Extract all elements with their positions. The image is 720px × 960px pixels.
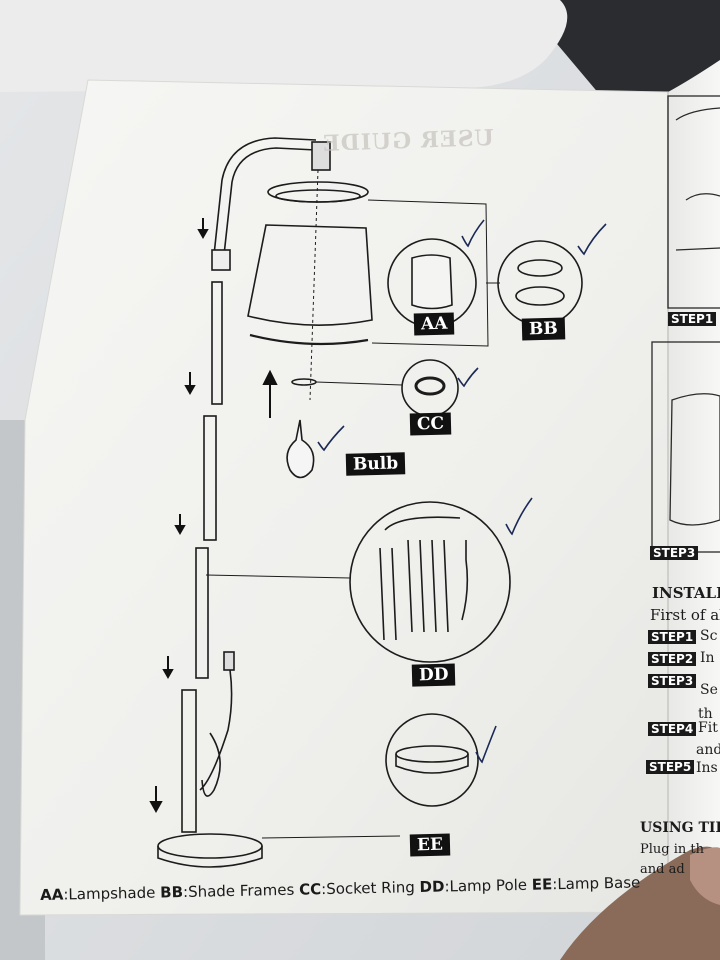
right-step-4-tab: STEP4	[648, 722, 697, 736]
leader-dd	[205, 574, 351, 579]
legend-text-bb: :Shade Frames	[182, 880, 300, 902]
step1-sketch	[675, 107, 720, 251]
legend-code-ee: EE	[531, 875, 553, 894]
plug	[223, 651, 235, 671]
pole-seg-1	[211, 281, 223, 405]
manual-page-left	[19, 79, 669, 916]
legend-code-bb: BB	[159, 883, 184, 902]
right-step-tab-1: STEP1	[668, 312, 717, 326]
legend-code-aa: AA	[40, 885, 64, 904]
finger	[560, 846, 720, 960]
right-step-1-text: Sc	[700, 628, 718, 644]
right-step-2-tab: STEP2	[648, 652, 697, 666]
manual-page-right	[668, 60, 720, 912]
right-step-3-tab: STEP3	[648, 674, 697, 688]
check-ee	[475, 725, 497, 764]
label-dd: DD	[411, 663, 456, 687]
dark-corner	[520, 0, 720, 95]
check-bulb	[317, 425, 345, 452]
check-bb	[577, 223, 607, 256]
label-bb: BB	[521, 317, 566, 341]
right-section-heading: INSTALLA	[652, 584, 720, 602]
label-bulb: Bulb	[345, 452, 406, 476]
right-step-5-text: Ins	[696, 760, 718, 776]
right-tips-line-1: Plug in th	[640, 842, 704, 857]
bb-detail-ring-top	[517, 259, 563, 277]
legend-code-cc: CC	[298, 880, 322, 899]
right-step-1-tab: STEP1	[648, 630, 697, 644]
right-tips-heading: USING TIP	[640, 820, 720, 836]
legend-text-aa: :Lampshade	[63, 883, 161, 904]
right-intro: First of al	[650, 606, 720, 624]
pole-seg-4	[181, 689, 197, 833]
lamp-arc-inner	[223, 147, 317, 256]
aa-detail-shade	[411, 254, 453, 310]
leader-cc	[315, 381, 403, 386]
detail-callouts	[349, 238, 583, 807]
ee-detail-circle	[385, 713, 479, 807]
center-line	[309, 169, 319, 401]
lamp-arc	[213, 137, 317, 256]
leader-ee	[261, 835, 401, 839]
lampshade-bottom-ring	[249, 333, 369, 346]
right-step-2-text: In	[700, 650, 715, 666]
step1-frame	[667, 95, 720, 309]
leader-aa	[367, 199, 489, 347]
lamp-base-side	[157, 846, 263, 868]
check-cc	[457, 367, 479, 388]
ee-detail-base-side	[395, 754, 469, 774]
lampshade	[247, 224, 373, 326]
right-tips-line-2: and ad	[640, 862, 685, 877]
right-step-3-text: Se	[700, 682, 718, 698]
check-aa	[461, 219, 485, 248]
legend-code-dd: DD	[419, 877, 445, 897]
bb-detail-ring-bottom	[515, 286, 565, 306]
power-cord	[199, 669, 233, 797]
bulb-shape	[286, 419, 315, 479]
dd-detail-circle	[349, 501, 511, 663]
pole-seg-2	[203, 415, 217, 541]
right-step-3-cont: th	[698, 706, 713, 722]
lamp-drawing	[157, 137, 500, 868]
right-step-tab-3: STEP3	[650, 546, 699, 560]
checkmarks	[317, 219, 607, 764]
white-appliance	[0, 0, 568, 92]
check-dd	[505, 497, 533, 536]
socket-cap	[311, 141, 331, 171]
right-step-5-tab: STEP5	[646, 760, 695, 774]
legend-text-ee: :Lamp Base	[552, 873, 641, 894]
pole-seg-3	[195, 547, 209, 679]
right-step-4-cont: and	[696, 742, 720, 758]
shade-frame-inner	[275, 189, 361, 203]
label-aa: AA	[413, 312, 455, 336]
label-ee: EE	[409, 833, 451, 857]
right-step-4-text: Fit	[698, 720, 718, 736]
label-cc: CC	[409, 412, 452, 436]
dd-detail-parts	[379, 516, 469, 641]
fingernail	[690, 847, 720, 905]
arrows	[149, 218, 278, 814]
cc-detail-ring	[414, 376, 446, 396]
step3-sketch	[669, 393, 720, 526]
legend-text-dd: :Lamp Pole	[444, 875, 532, 896]
pole-connector	[211, 249, 231, 271]
legend-text-cc: :Socket Ring	[320, 878, 420, 899]
